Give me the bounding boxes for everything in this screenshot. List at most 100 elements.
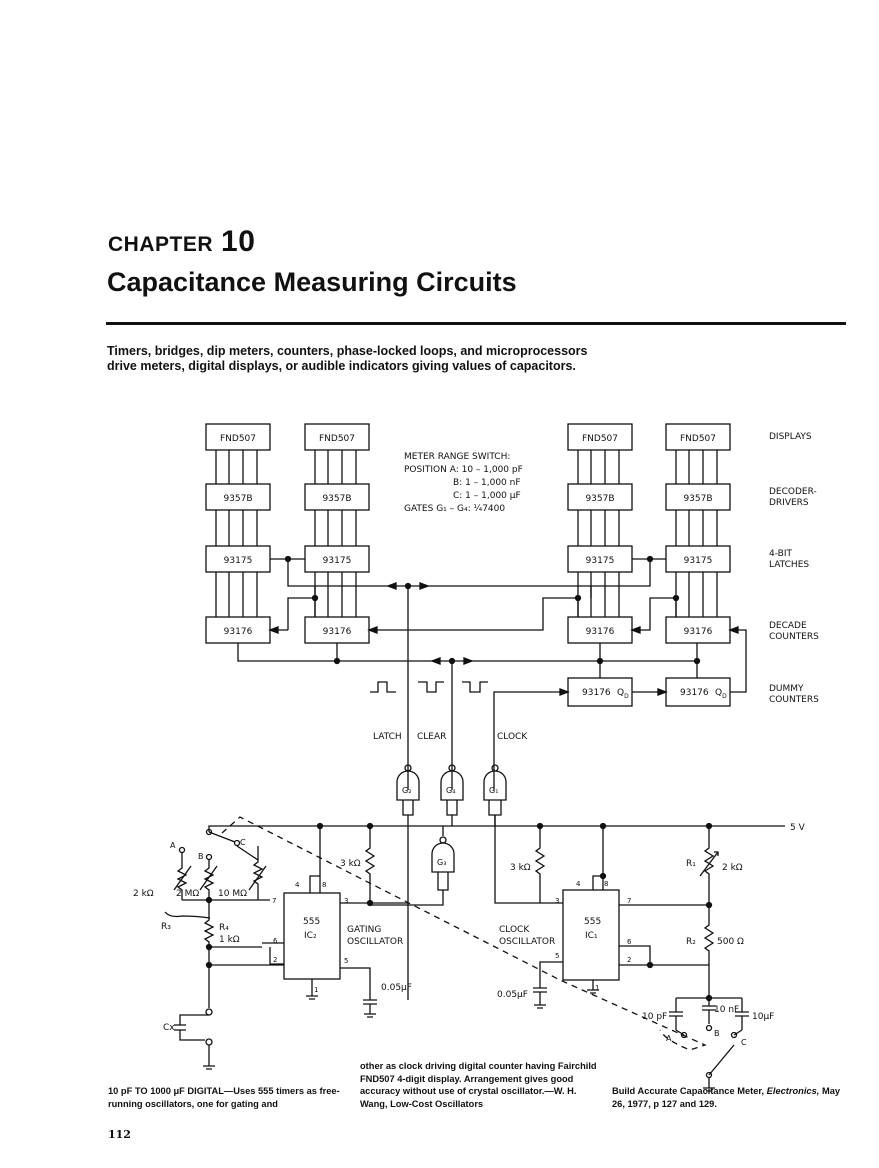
supply-voltage-label: 5 V <box>790 823 806 833</box>
r2-value: 500 Ω <box>717 937 744 947</box>
row-label-dummy: COUNTERS <box>769 695 819 705</box>
svg-text:2: 2 <box>273 956 277 964</box>
c-10pf-label: 10 pF <box>642 1012 667 1022</box>
c-left: 0.05μF <box>381 983 412 993</box>
svg-text:GATES G₁ – G₄: ¼7400: GATES G₁ – G₄: ¼7400 <box>404 504 505 514</box>
gate-g4-label: G₄ <box>446 786 455 795</box>
c-right: 0.05μF <box>497 990 528 1000</box>
left-timing-network <box>164 825 284 1070</box>
display-chip-label: FND507 <box>680 434 716 444</box>
svg-text:3: 3 <box>344 897 348 905</box>
svg-text:1: 1 <box>314 986 318 994</box>
r1-label: R₁ <box>686 859 696 869</box>
caption-col3-tail: May 26, 1977, p 127 and 129. <box>612 1086 841 1109</box>
svg-text:B: 1 – 1,000 nF: B: 1 – 1,000 nF <box>453 478 521 488</box>
chapter-number: 10 <box>221 225 256 258</box>
supply-rail <box>250 822 785 836</box>
switch-c-right: C <box>741 1038 747 1047</box>
caption-column-1: 10 pF TO 1000 μF DIGITAL—Uses 555 timers… <box>108 1086 340 1109</box>
row-label-dummy: DUMMY <box>769 684 804 694</box>
chapter-word: CHAPTER <box>108 233 214 256</box>
chapter-intro: Timers, bridges, dip meters, counters, p… <box>107 344 588 373</box>
r2-label: R₂ <box>686 937 696 947</box>
counter-chip-label: 93176 <box>684 627 713 637</box>
data-buses <box>215 450 718 617</box>
row-label-latches: LATCHES <box>769 560 809 570</box>
switch-c-left: C <box>240 838 246 847</box>
svg-text:3: 3 <box>555 897 559 905</box>
svg-text:4: 4 <box>295 881 300 889</box>
r-3k-left: 3 kΩ <box>340 859 361 869</box>
switch-a-right: A <box>666 1034 672 1043</box>
pot-2k-label: 2 kΩ <box>133 889 154 899</box>
latch-chip-label: 93175 <box>224 556 253 566</box>
control-wiring <box>237 555 747 790</box>
svg-text:2: 2 <box>627 956 631 964</box>
counter-chip-label: 93176 <box>586 627 615 637</box>
c-10uf-label: 10μF <box>752 1012 774 1022</box>
svg-text:4: 4 <box>576 880 581 888</box>
dummy-counter-label: 93176 <box>582 688 611 698</box>
timer-ic1 <box>494 815 713 1009</box>
dummy-q-output: QD <box>617 688 629 700</box>
dummy-counter-label: 93176 <box>680 688 709 698</box>
row-label-decoder: DECODER- <box>769 487 817 497</box>
pulse-waveforms <box>370 681 488 693</box>
timer-left-function: OSCILLATOR <box>347 937 403 947</box>
decoder-chip-label: 9357B <box>223 494 252 504</box>
dummy-q-output: QD <box>715 688 727 700</box>
svg-text:5: 5 <box>344 957 348 965</box>
timer-left-id: IC₂ <box>304 931 317 941</box>
timer-right-id: IC₁ <box>585 931 598 941</box>
clock-label: CLOCK <box>497 732 528 742</box>
gate-g2-label: G₂ <box>402 786 411 795</box>
caption-col3-journal: Electronics, <box>766 1086 820 1096</box>
latch-label: LATCH <box>373 732 402 742</box>
row-label-displays: DISPLAYS <box>769 432 812 442</box>
display-row: FND507 FND507 FND507 FND507 <box>205 423 731 451</box>
latch-chip-label: 93175 <box>586 556 615 566</box>
row-label-decoder: DRIVERS <box>769 498 809 508</box>
caption-column-2: other as clock driving digital counter h… <box>360 1061 597 1109</box>
r1-value: 2 kΩ <box>722 863 743 873</box>
decoder-row: 9357B 9357B 9357B 9357B <box>205 483 731 511</box>
display-chip-label: FND507 <box>582 434 618 444</box>
svg-text:7: 7 <box>627 897 631 905</box>
svg-text:POSITION A: 10 – 1,000 pF: POSITION A: 10 – 1,000 pF <box>404 465 523 475</box>
caption-column-3: Build Accurate Capacitance Meter, Electr… <box>612 1085 852 1110</box>
r4-value: 1 kΩ <box>219 935 240 945</box>
right-timing-network <box>669 826 749 1092</box>
title-rule <box>106 322 846 325</box>
row-label-decade: DECADE <box>769 621 807 631</box>
svg-text:7: 7 <box>272 897 276 905</box>
r-3k-right: 3 kΩ <box>510 863 531 873</box>
timer-right-function: CLOCK <box>499 925 530 935</box>
cx-label: Cx <box>163 1023 175 1033</box>
svg-text:8: 8 <box>322 881 326 889</box>
switch-b-right: B <box>714 1029 720 1038</box>
ganged-switch-link <box>221 816 707 1051</box>
timer-left-function: GATING <box>347 925 381 935</box>
timer-left-name: 555 <box>303 917 320 927</box>
svg-text:1: 1 <box>595 984 599 992</box>
pot-10m-label: 10 MΩ <box>218 889 247 899</box>
svg-text:6: 6 <box>273 937 278 945</box>
counter-chip-label: 93176 <box>224 627 253 637</box>
page-number: 112 <box>108 1128 131 1141</box>
range-switch-note: METER RANGE SWITCH: POSITION A: 10 – 1,0… <box>404 452 523 514</box>
switch-a-left: A <box>170 841 176 850</box>
caption-col3-main: Build Accurate Capacitance Meter, <box>612 1086 767 1096</box>
timer-ic2 <box>262 815 496 1018</box>
r3-label: R₃ <box>161 922 171 932</box>
chapter-label: CHAPTER 10 <box>108 225 255 259</box>
decoder-chip-label: 9357B <box>683 494 712 504</box>
gate-g1-label: G₁ <box>489 786 498 795</box>
counter-chip-label: 93176 <box>323 627 352 637</box>
pin-numbers: 4 8 7 3 6 5 2 1 4 8 3 7 6 5 2 1 <box>272 880 632 994</box>
timer-right-function: OSCILLATOR <box>499 937 555 947</box>
chapter-title: Capacitance Measuring Circuits <box>107 267 517 297</box>
c-10nf-label: 10 nF <box>714 1005 739 1015</box>
row-label-decade: COUNTERS <box>769 632 819 642</box>
svg-text:5: 5 <box>555 952 559 960</box>
